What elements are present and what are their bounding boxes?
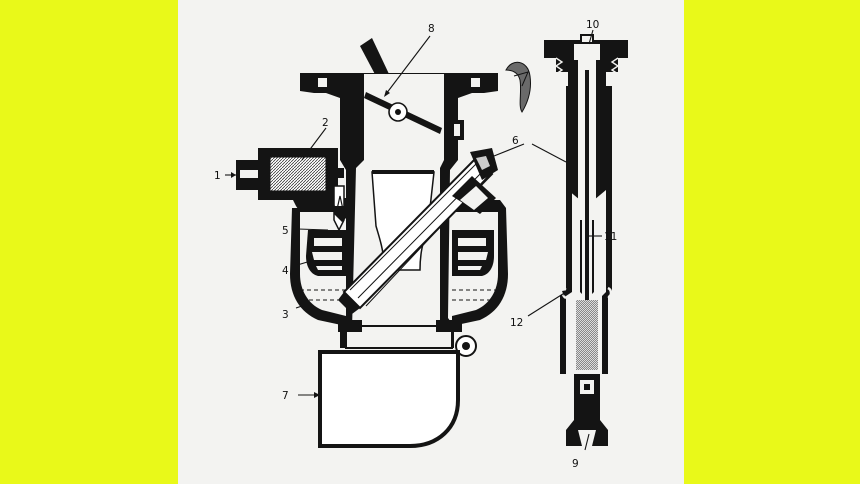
float-chamber-bowl-right (452, 208, 508, 326)
float-chamber-bowl (290, 208, 346, 326)
lower-neck (345, 325, 453, 349)
callout-4: 4 (282, 265, 289, 277)
vacuum-pipe-arrow (513, 71, 529, 87)
main-jet-assembly (338, 148, 498, 314)
float-right (452, 230, 494, 276)
callout-3: 3 (282, 309, 289, 321)
emulsion-shading (576, 300, 598, 370)
jet-orifice (578, 430, 596, 446)
jet-needle (585, 70, 589, 370)
leader-lines (225, 29, 602, 451)
lower-flange-left (338, 320, 362, 332)
inlet-bore (240, 170, 260, 178)
float-needle-spring (331, 195, 345, 215)
carburetor-body (236, 38, 508, 448)
callout-8: 8 (428, 23, 435, 35)
jet-thread (554, 57, 620, 75)
jet-top-nut-bore (574, 44, 600, 60)
flange-hole-right (471, 78, 480, 87)
air-bleed-hole-right (607, 286, 613, 300)
inlet-channel (326, 168, 344, 178)
callout-2: 2 (322, 117, 329, 129)
jet-lower-body (566, 374, 608, 446)
flange-center-gap (364, 74, 444, 100)
callout-6: 6 (512, 135, 519, 147)
callout-1: 1 (214, 170, 221, 182)
jet-lower-bar (584, 384, 590, 390)
callout-labels: 1 2 3 4 5 6 7 8 9 10 11 12 (214, 19, 617, 470)
float-left (306, 230, 348, 276)
fuel-filter-gauze (269, 156, 327, 192)
throttle-spindle-center (395, 109, 401, 115)
body-left-wall (340, 98, 364, 348)
right-screw-slot (454, 124, 460, 136)
carburetor-cross-section-diagram: 1 2 3 4 5 6 7 8 9 10 11 12 (214, 19, 628, 470)
lower-flange-right (436, 320, 462, 332)
float-pivot (334, 206, 350, 222)
fuel-inlet-union (236, 148, 344, 200)
air-intake-elbow (318, 350, 460, 448)
vacuum-pipe-fragment (505, 61, 531, 113)
callout-12: 12 (510, 317, 523, 329)
callout-10: 10 (586, 19, 599, 31)
body-right-wall (434, 98, 458, 348)
paper-sheet: 1 2 3 4 5 6 7 8 9 10 11 12 (178, 0, 684, 484)
emulsion-tube-assembly (544, 34, 628, 446)
callout-5: 5 (282, 225, 289, 237)
callout-11: 11 (604, 231, 617, 243)
throttle-lever (360, 38, 389, 80)
callout-9: 9 (572, 458, 579, 470)
tube-outer-right (602, 86, 612, 374)
tube-outer-left (560, 86, 572, 374)
callout-7: 7 (282, 390, 289, 402)
flange-hole-left (318, 78, 327, 87)
mounting-lug-hole (462, 342, 470, 350)
